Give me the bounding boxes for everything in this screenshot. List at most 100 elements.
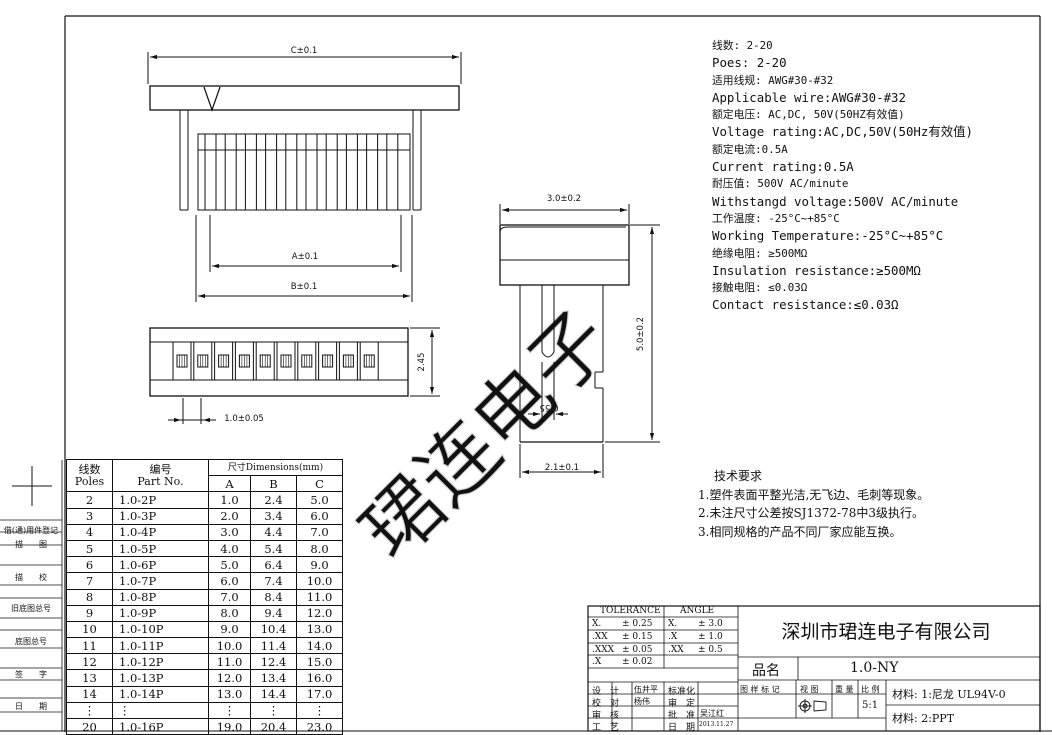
- cell-part-no: 1.0-13P: [112, 669, 209, 687]
- tol-key: .XX: [592, 632, 608, 642]
- left-label: 签 字: [15, 670, 47, 679]
- title-block-grid: [587, 605, 1041, 732]
- header-part-zh: 编号: [149, 462, 172, 476]
- terminal-cavity: [172, 341, 192, 381]
- contact-slot: [325, 133, 338, 211]
- cell-dim-c: 11.0: [296, 588, 343, 606]
- left-column-grid: [0, 460, 63, 731]
- tol-value: ± 0.05: [622, 645, 653, 655]
- cell-dim-a: 10.0: [208, 637, 251, 655]
- cell-dim-b: 13.4: [250, 669, 297, 687]
- cell-dim-a: 7.0: [208, 588, 251, 606]
- cell-dim-c: 14.0: [296, 637, 343, 655]
- dim-side-height-label: 5.0±0.2: [636, 317, 646, 351]
- contact-slot: [244, 133, 257, 211]
- terminal-cavity: [276, 341, 296, 381]
- dim-slot-label: 0.55: [540, 402, 559, 412]
- header-dimensions: 尺寸Dimensions(mm): [208, 458, 343, 477]
- company-name: 深圳市珺连电子有限公司: [781, 621, 991, 643]
- angle-key: X.: [668, 619, 678, 629]
- angle-value: ± 1.0: [698, 632, 723, 642]
- spec-line: Poes: 2-20: [712, 55, 787, 71]
- left-label: 描 校: [15, 573, 47, 582]
- spec-line: Contact resistance:≤0.03Ω: [712, 297, 899, 313]
- cell-dim-b: ⋮: [250, 701, 297, 720]
- cell-poles: 12: [66, 653, 113, 671]
- spec-line: 线数: 2-20: [712, 39, 773, 52]
- cell-poles: 10: [66, 620, 113, 639]
- dim-pitch-label: 1.0±0.05: [224, 414, 264, 424]
- contact-slot: [224, 133, 237, 211]
- cell-poles: 14: [66, 685, 113, 703]
- signature-name: 伍井平: [634, 685, 658, 694]
- dim-width-top-label: 3.0±0.2: [547, 194, 581, 204]
- contact-slot: [366, 133, 379, 211]
- cell-poles: 3: [66, 507, 113, 525]
- mark-label: 重 量: [835, 685, 854, 694]
- header-part-en: Part No.: [137, 474, 184, 488]
- cell-dim-c: 9.0: [296, 556, 343, 574]
- contact-slot: [386, 133, 399, 211]
- cell-dim-c: 8.0: [296, 539, 343, 558]
- product-value: 1.0-NY: [850, 660, 899, 676]
- cell-part-no: 1.0-9P: [112, 604, 209, 622]
- terminal-cavity: [193, 341, 213, 381]
- front-view: [149, 327, 440, 424]
- cell-dim-b: 20.4: [250, 717, 297, 735]
- cell-dim-b: 8.4: [250, 588, 297, 606]
- requirement-item: 1.塑件表面平整光洁,无飞边、毛刺等现象。: [698, 487, 930, 502]
- date-value: 2013.11.27: [699, 721, 734, 728]
- material-1: 材料: 1:尼龙 UL94V-0: [892, 688, 1006, 701]
- cell-part-no: 1.0-8P: [112, 588, 209, 606]
- tol-value: ± 0.02: [622, 657, 653, 667]
- cell-part-no: 1.0-10P: [112, 620, 209, 639]
- table-header-row: A B C: [67, 475, 343, 493]
- date-label: 日 期: [668, 723, 696, 733]
- cell-part-no: 1.0-6P: [112, 556, 209, 574]
- cell-part-no: 1.0-14P: [112, 685, 209, 703]
- tol-key: .XXX: [592, 645, 615, 655]
- cell-poles: ⋮: [66, 701, 113, 720]
- tol-value: ± 0.25: [622, 619, 653, 629]
- signature-name: 杨伟: [634, 697, 650, 706]
- cell-part-no: 1.0-5P: [112, 539, 209, 558]
- review-label: 审 定: [668, 699, 696, 709]
- cell-part-no: 1.0-7P: [112, 572, 209, 590]
- cell-dim-c: 15.0: [296, 653, 343, 671]
- left-label: 日 期: [15, 702, 47, 711]
- cell-dim-b: 9.4: [250, 604, 297, 622]
- cell-dim-a: 3.0: [208, 523, 251, 541]
- side-view: [499, 204, 660, 478]
- angle-value: ± 3.0: [698, 619, 723, 629]
- angle-value: ± 0.5: [698, 645, 723, 655]
- terminal-cavity: [234, 341, 254, 381]
- cell-dim-c: 7.0: [296, 523, 343, 541]
- cell-dim-b: 6.4: [250, 556, 297, 574]
- projection-symbol-icon: [798, 699, 827, 713]
- header-poles-en: Poles: [74, 474, 105, 488]
- cell-dim-c: 6.0: [296, 507, 343, 525]
- dim-height-label: 2.45: [417, 353, 427, 372]
- cell-poles: 2: [66, 491, 113, 509]
- top-view: [147, 52, 462, 302]
- spec-line: Voltage rating:AC,DC,50V(50Hz有效值): [712, 124, 973, 140]
- cell-dim-a: 9.0: [208, 620, 251, 639]
- terminal-cavity: [338, 341, 358, 381]
- spec-line: 工作温度: -25°C~+85°C: [712, 211, 840, 225]
- angle-header: ANGLE: [680, 606, 715, 616]
- cell-poles: 6: [66, 556, 113, 574]
- cell-dim-b: 5.4: [250, 539, 297, 558]
- specifications-list: 线数: 2-20 Poes: 2-20 适用线规: AWG#30-#32 App…: [712, 37, 1042, 314]
- cell-part-no: 1.0-12P: [112, 653, 209, 671]
- cell-dim-b: 10.4: [250, 620, 297, 639]
- spec-line: Insulation resistance:≥500MΩ: [712, 262, 921, 278]
- crosshair-symbol: [12, 466, 52, 506]
